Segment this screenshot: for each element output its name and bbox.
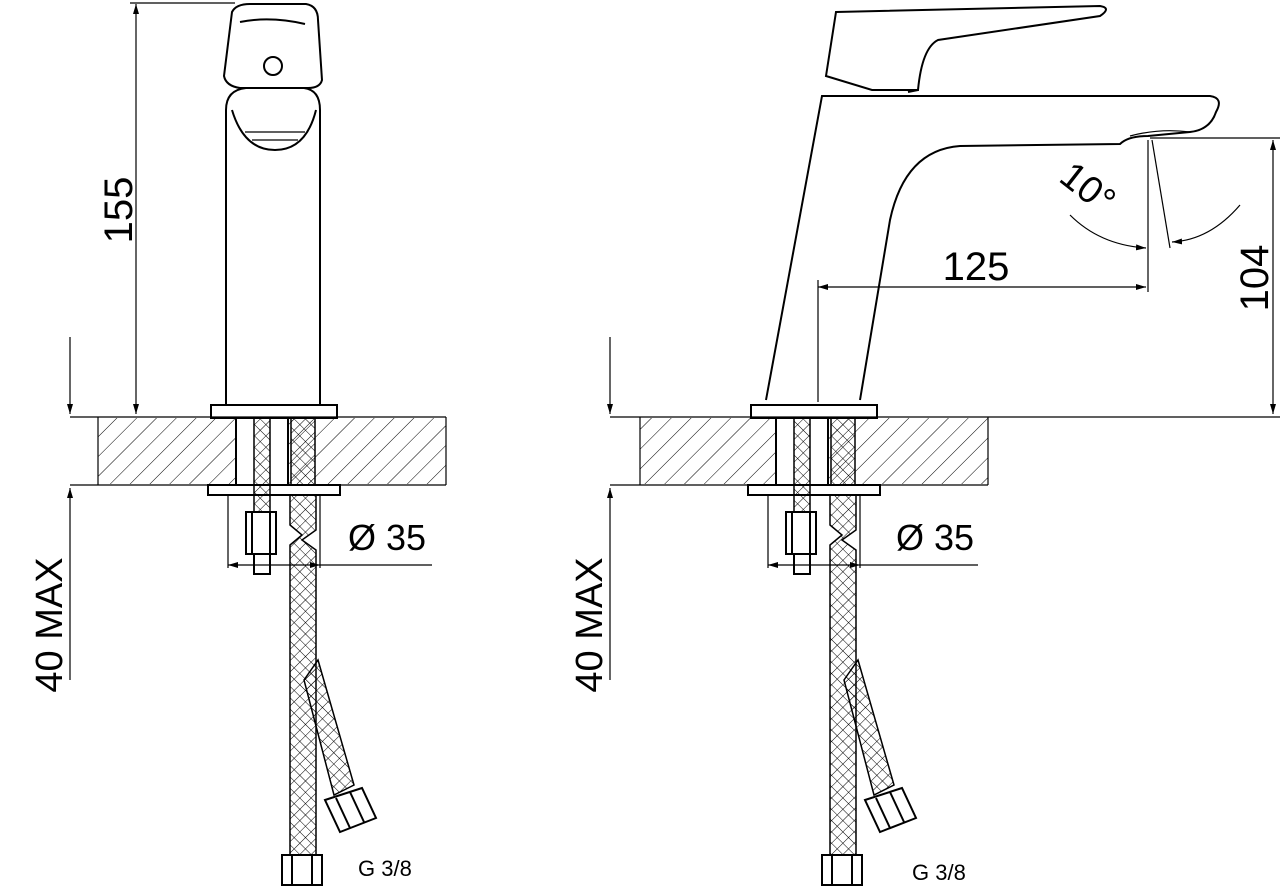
faucet-body-side [747, 4, 1220, 575]
hole-diameter-label: Ø 35 [348, 517, 426, 558]
thread-label-side: G 3/8 [912, 860, 966, 885]
dimension-155: 155 [97, 2, 235, 414]
side-view: 40 MAX Ø 35 125 104 10° G 3/8 [569, 4, 1280, 886]
dimension-40max-front: 40 MAX [29, 337, 73, 693]
faucet-body-front [207, 3, 341, 575]
hoses-side [821, 494, 918, 886]
thread-label: G 3/8 [358, 856, 412, 881]
front-view: 155 40 MAX Ø 35 G 3/8 [29, 2, 447, 886]
reach-dim-label: 125 [943, 245, 1010, 289]
dimension-104: 104 [1150, 137, 1280, 414]
height-dim-label: 155 [97, 177, 141, 244]
dimension-angle: 10° [1052, 139, 1241, 251]
dimension-40max-side: 40 MAX [569, 337, 613, 693]
hoses-front [281, 494, 378, 886]
spout-angle-label: 10° [1052, 154, 1123, 222]
dimension-125: 125 [817, 140, 1149, 402]
counter-max-label-side: 40 MAX [569, 557, 611, 692]
countertop-side [610, 416, 1280, 486]
hole-diameter-label-side: Ø 35 [896, 517, 974, 558]
dimension-d35-front: Ø 35 [227, 495, 432, 568]
counter-max-label: 40 MAX [29, 557, 71, 692]
dimension-d35-side: Ø 35 [767, 495, 978, 568]
spout-height-label: 104 [1233, 245, 1277, 312]
